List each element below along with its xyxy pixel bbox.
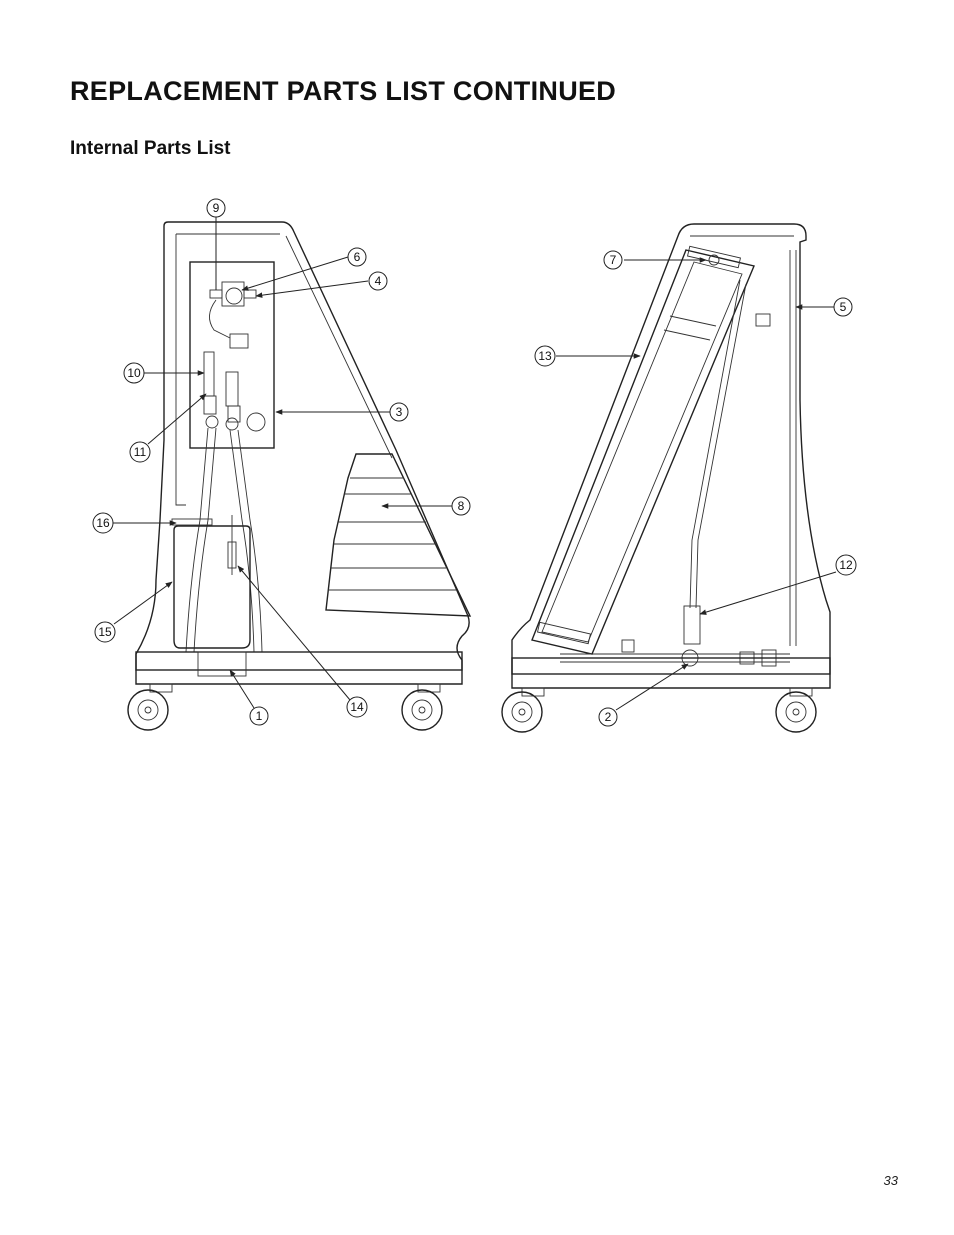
callout-label: 15 [98, 625, 112, 639]
callout-label: 8 [458, 499, 465, 513]
callout-label: 14 [350, 700, 364, 714]
callout-10: 10 [123, 362, 145, 384]
callout-8: 8 [451, 496, 471, 516]
callout-15: 15 [94, 621, 116, 643]
callout-label: 6 [354, 250, 361, 264]
callout-1: 1 [249, 706, 269, 726]
callout-label: 3 [396, 405, 403, 419]
callout-3: 3 [389, 402, 409, 422]
callout-16: 16 [92, 512, 114, 534]
callout-11: 11 [129, 441, 151, 463]
callout-2: 2 [598, 707, 618, 727]
callout-label: 9 [213, 201, 220, 215]
callout-14: 14 [346, 696, 368, 718]
callout-7: 7 [603, 250, 623, 270]
page-title: REPLACEMENT PARTS LIST CONTINUED [70, 76, 617, 106]
callout-6: 6 [347, 247, 367, 267]
section-subtitle: Internal Parts List [70, 138, 231, 159]
callout-label: 16 [96, 516, 110, 530]
callout-label: 7 [610, 253, 617, 267]
callout-label: 2 [605, 710, 612, 724]
left-unit-drawing [127, 221, 472, 731]
callout-12: 12 [835, 554, 857, 576]
callout-label: 13 [538, 349, 552, 363]
callout-4: 4 [368, 271, 388, 291]
callout-label: 10 [127, 366, 141, 380]
leader-lines [112, 216, 837, 711]
callout-label: 4 [375, 274, 382, 288]
callout-5: 5 [833, 297, 853, 317]
callout-label: 1 [256, 709, 263, 723]
callout-label: 11 [134, 445, 147, 459]
page-number: 33 [883, 1173, 898, 1188]
right-unit-drawing [501, 223, 831, 733]
callout-9: 9 [206, 198, 226, 218]
callout-label: 5 [840, 300, 847, 314]
callout-13: 13 [534, 345, 556, 367]
callout-label: 12 [839, 558, 853, 572]
